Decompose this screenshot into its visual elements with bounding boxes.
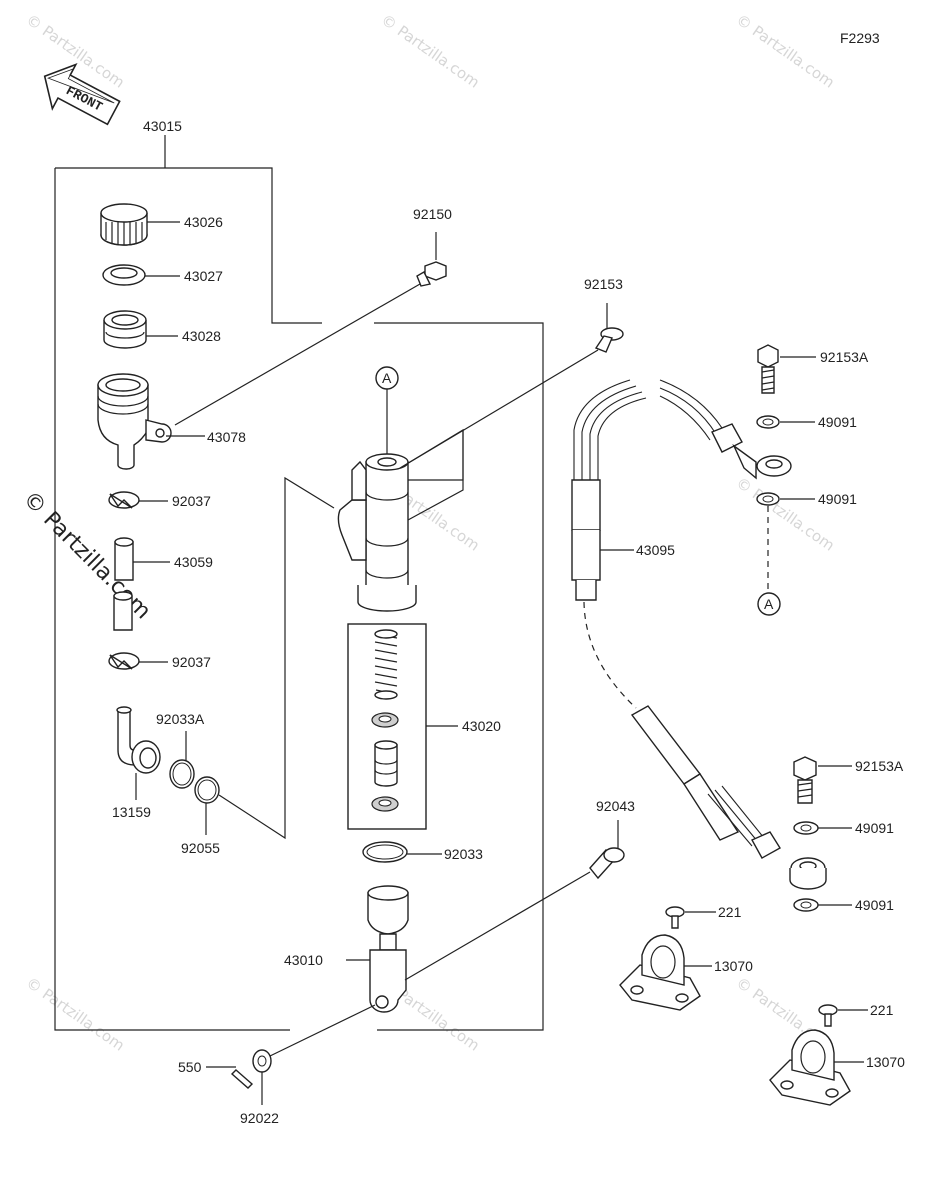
label-92037-upper: 92037 — [172, 493, 211, 509]
part-49091-washer-2: 49091 A — [756, 491, 857, 616]
side-watermark: © Partzilla.com — [18, 487, 156, 625]
label-43010: 43010 — [284, 952, 323, 968]
part-221-screw-a: 221 — [665, 904, 742, 929]
part-92153A-banjo-bolt-lower: 92153A — [793, 756, 904, 804]
watermark: © Partzilla.com — [733, 474, 838, 555]
assembly-bracket: 43015 — [54, 118, 544, 1031]
label-92153A-lower: 92153A — [855, 758, 904, 774]
part-92055-o-ring: 92055 — [181, 476, 335, 856]
watermarks: © Partzilla.com © Partzilla.com © Partzi… — [18, 11, 838, 1055]
part-13070-holder-a: 13070 — [619, 934, 753, 1011]
label-92037-lower: 92037 — [172, 654, 211, 670]
label-43059: 43059 — [174, 554, 213, 570]
label-13159: 13159 — [112, 804, 151, 820]
label-49091-3: 49091 — [855, 820, 894, 836]
label-43027: 43027 — [184, 268, 223, 284]
figure-code: F2293 — [840, 30, 880, 46]
part-92037-clamp-lower: 92037 — [108, 652, 211, 670]
part-43027-plate: 43027 — [102, 264, 223, 286]
part-43028-diaphragm: 43028 — [103, 310, 221, 349]
label-92043: 92043 — [596, 798, 635, 814]
callout-marker: A — [764, 596, 774, 612]
label-92055: 92055 — [181, 840, 220, 856]
label-49091-1: 49091 — [818, 414, 857, 430]
part-13159-elbow: 13159 — [112, 706, 161, 820]
label-13070-b: 13070 — [866, 1054, 905, 1070]
part-92037-clamp-upper: 92037 — [108, 491, 211, 509]
part-92033A-circlip: 92033A — [156, 711, 205, 789]
label-92022: 92022 — [240, 1110, 279, 1126]
label-49091-4: 49091 — [855, 897, 894, 913]
label-92150: 92150 — [413, 206, 452, 222]
label-43078: 43078 — [207, 429, 246, 445]
part-49091-washer-1: 49091 — [756, 414, 857, 430]
label-92033: 92033 — [444, 846, 483, 862]
callout-marker: A — [382, 370, 392, 386]
part-43095-brake-hose: 43095 — [571, 379, 827, 890]
part-92150-bolt: 92150 — [174, 206, 452, 426]
watermark: © Partzilla.com — [23, 974, 128, 1055]
part-550-cotter-pin: 550 — [178, 1059, 254, 1089]
label-43020: 43020 — [462, 718, 501, 734]
label-49091-2: 49091 — [818, 491, 857, 507]
part-43010-push-rod: 43010 — [284, 885, 409, 1013]
label-43026: 43026 — [184, 214, 223, 230]
watermark: © Partzilla.com — [733, 11, 838, 92]
label-13070-a: 13070 — [714, 958, 753, 974]
part-92033-circlip: 92033 — [362, 841, 483, 863]
part-43059-hose: 43059 — [113, 537, 213, 631]
label-92153: 92153 — [584, 276, 623, 292]
label-550: 550 — [178, 1059, 202, 1075]
front-arrow-icon: FRONT — [43, 62, 121, 126]
label-43028: 43028 — [182, 328, 221, 344]
part-13070-holder-b: 13070 — [769, 1029, 905, 1106]
part-43026-reservoir-cap: 43026 — [100, 203, 223, 246]
part-92043-pin: 92043 — [404, 798, 635, 981]
part-49091-washer-3: 49091 — [793, 820, 894, 836]
label-43095: 43095 — [636, 542, 675, 558]
part-master-cylinder-body: A — [337, 366, 464, 612]
part-43020-piston-kit: 43020 — [347, 623, 501, 830]
watermark: © Partzilla.com — [378, 11, 483, 92]
label-43015: 43015 — [143, 118, 182, 134]
part-43078-reservoir: 43078 — [97, 373, 246, 470]
label-92153A-upper: 92153A — [820, 349, 869, 365]
part-221-screw-b: 221 — [818, 1002, 894, 1027]
part-92022-washer: 92022 — [240, 1004, 376, 1126]
label-92033A: 92033A — [156, 711, 205, 727]
label-221-b: 221 — [870, 1002, 894, 1018]
part-92153A-banjo-bolt-upper: 92153A — [757, 344, 869, 394]
part-49091-washer-4: 49091 — [793, 897, 894, 913]
label-221-a: 221 — [718, 904, 742, 920]
